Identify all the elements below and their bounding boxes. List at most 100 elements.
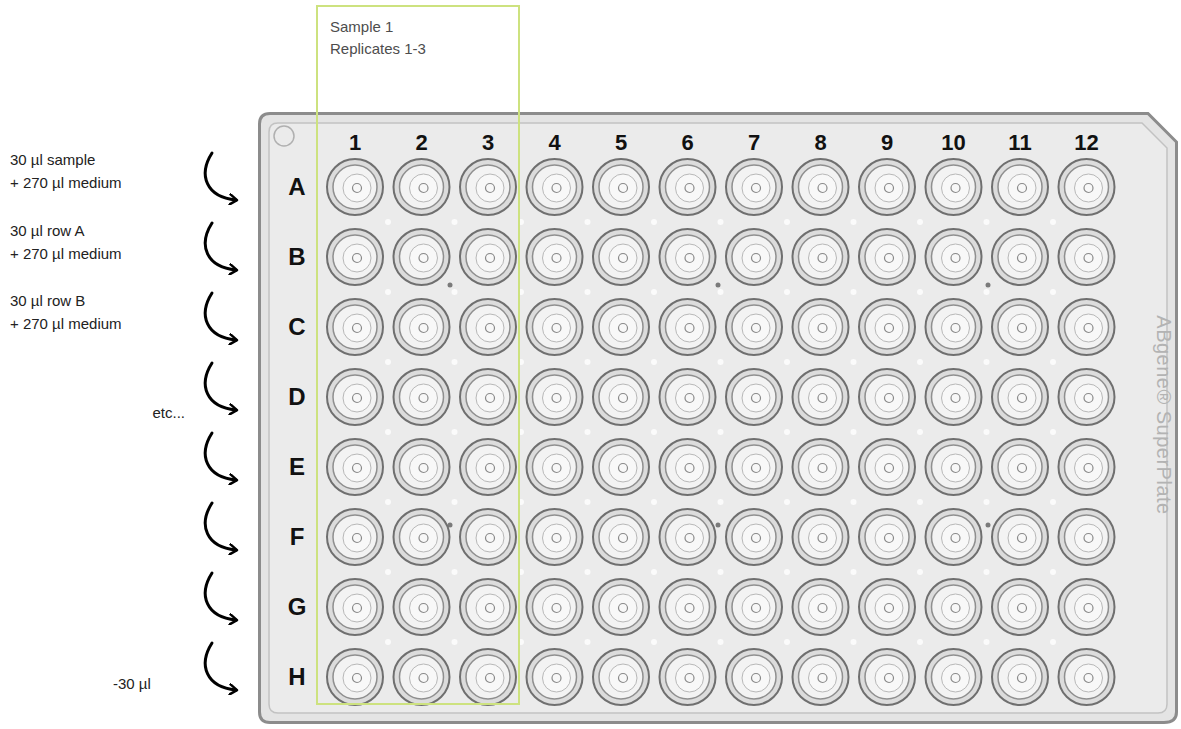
well-center [1084, 394, 1093, 403]
well-center [353, 184, 362, 193]
well-floor [410, 174, 438, 202]
well-floor [809, 314, 837, 342]
well-center [752, 394, 761, 403]
row-letter: F [290, 523, 305, 551]
well-wall [333, 445, 377, 489]
well-center [419, 464, 428, 473]
well [793, 439, 849, 495]
well [926, 229, 982, 285]
transfer-arrow [205, 503, 236, 550]
well-rim [327, 229, 383, 285]
well [394, 159, 450, 215]
well-center [1084, 324, 1093, 333]
well-rim [859, 299, 915, 355]
corner-mark [274, 126, 294, 146]
well-center [818, 674, 827, 683]
dilution-note: 30 µl row A + 270 µl medium [10, 219, 128, 265]
well-wall [400, 235, 444, 279]
well-wall [932, 515, 976, 559]
transfer-arrow [205, 643, 236, 690]
well-wall [732, 445, 776, 489]
well-floor [476, 664, 504, 692]
well-wall [599, 445, 643, 489]
plate-dot [452, 499, 458, 505]
well-rim [593, 369, 649, 425]
well-floor [1008, 384, 1036, 412]
plate-dot [784, 289, 790, 295]
well-rim [460, 299, 516, 355]
well-floor [742, 454, 770, 482]
well-center [419, 184, 428, 193]
well-floor [676, 384, 704, 412]
well-floor [1075, 174, 1103, 202]
plate-dot [851, 359, 857, 365]
well-wall [599, 585, 643, 629]
well-wall [799, 445, 843, 489]
plate-dot [984, 289, 990, 295]
plate-dot [917, 639, 923, 645]
well-wall [533, 165, 577, 209]
well-rim [1059, 579, 1115, 635]
well-wall [533, 375, 577, 419]
well-wall [732, 165, 776, 209]
plate-dot [1050, 219, 1056, 225]
plate-mark [716, 283, 721, 288]
text-holder: 2 [415, 130, 427, 155]
well-floor [676, 314, 704, 342]
well [1059, 509, 1115, 565]
well-floor [676, 664, 704, 692]
well-wall [865, 445, 909, 489]
plate-mark [448, 283, 453, 288]
row-letter: C [288, 313, 305, 341]
well [593, 509, 649, 565]
row-letter: G [288, 593, 307, 621]
well-rim [527, 299, 583, 355]
well [726, 299, 782, 355]
well [926, 299, 982, 355]
well-rim [394, 159, 450, 215]
plate-dot [917, 289, 923, 295]
well [593, 439, 649, 495]
well-wall [466, 585, 510, 629]
well [327, 159, 383, 215]
well-wall [599, 655, 643, 699]
well-floor [609, 594, 637, 622]
plate-dot [917, 219, 923, 225]
well [460, 229, 516, 285]
well [394, 579, 450, 635]
well [992, 159, 1048, 215]
well-rim [992, 509, 1048, 565]
well [527, 439, 583, 495]
well [726, 439, 782, 495]
well-wall [932, 655, 976, 699]
well [1059, 579, 1115, 635]
well-wall [666, 655, 710, 699]
well-center [353, 254, 362, 263]
well-wall [400, 375, 444, 419]
well [660, 509, 716, 565]
well-center [885, 394, 894, 403]
well-rim [926, 159, 982, 215]
well-center [951, 324, 960, 333]
well [460, 159, 516, 215]
well-rim [926, 229, 982, 285]
well-floor [1008, 174, 1036, 202]
well [926, 159, 982, 215]
well-center [353, 464, 362, 473]
well-wall [865, 305, 909, 349]
well-rim [926, 579, 982, 635]
replicate-group-box: Sample 1 Replicates 1-3 [316, 5, 520, 705]
plate-dot [784, 429, 790, 435]
well-rim [859, 439, 915, 495]
text-holder: A [288, 173, 305, 201]
well-floor [1008, 454, 1036, 482]
well [793, 299, 849, 355]
well-rim [460, 159, 516, 215]
well-floor [742, 244, 770, 272]
plate-dots [385, 219, 1056, 645]
well-rim [660, 299, 716, 355]
well-rim [460, 229, 516, 285]
plate-dot [784, 219, 790, 225]
well-wall [1065, 585, 1109, 629]
well-wall [865, 585, 909, 629]
